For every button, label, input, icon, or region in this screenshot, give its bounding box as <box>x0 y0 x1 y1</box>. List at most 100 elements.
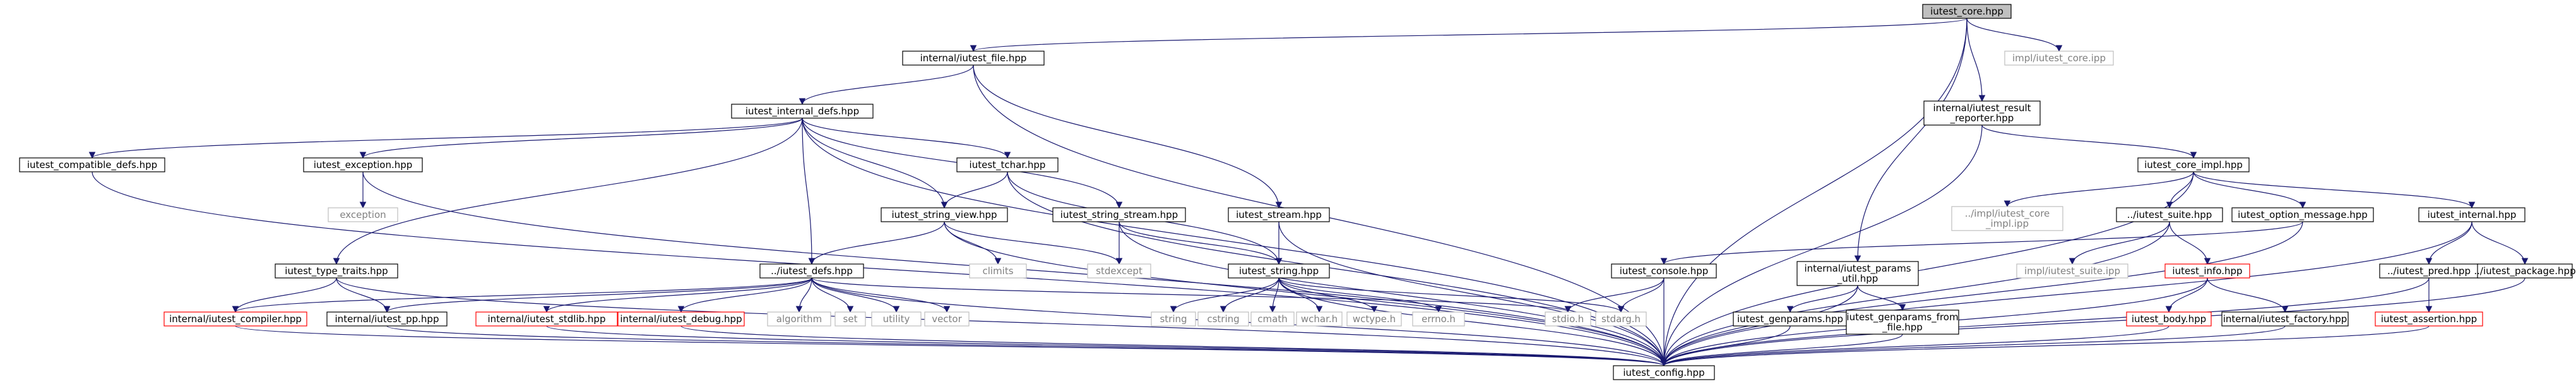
node-tchar[interactable]: iutest_tchar.hpp <box>956 157 1059 172</box>
node-box <box>1250 311 1295 327</box>
node-box <box>326 311 448 327</box>
edge-pred-to-config <box>1660 277 2430 367</box>
node-stream[interactable]: iutest_stream.hpp <box>1228 207 1330 222</box>
node-box <box>2221 311 2349 327</box>
node-box <box>1052 207 1186 222</box>
node-label: _reporter.hpp <box>1950 112 2014 124</box>
node-factory[interactable]: internal/iutest_factory.hpp <box>2221 311 2349 327</box>
node-params-util[interactable]: internal/iutest_params_util.hpp <box>1796 261 1919 286</box>
node-string-hpp[interactable]: iutest_string.hpp <box>1228 263 1330 279</box>
node-label: iutest_internal.hpp <box>2428 209 2517 221</box>
edge-core-to-file <box>970 18 1968 52</box>
edge-suite-to-info <box>2169 221 2211 265</box>
edge-type_traits-to-pp <box>336 277 391 313</box>
edge-string_hpp-to-string <box>1170 277 1279 313</box>
node-stdlib[interactable]: internal/iutest_stdlib.hpp <box>475 311 618 327</box>
node-label: errno.h <box>1422 313 1456 325</box>
node-core-impl[interactable]: iutest_core_impl.hpp <box>2137 157 2250 172</box>
node-option-message[interactable]: iutest_option_message.hpp <box>2231 207 2374 222</box>
node-box <box>303 157 423 172</box>
node-box <box>2126 311 2212 327</box>
node-wctype: wctype.h <box>1346 311 1402 327</box>
node-file[interactable]: internal/iutest_file.hpp <box>902 51 1045 66</box>
node-box <box>1922 4 2012 19</box>
node-internal-hpp[interactable]: iutest_internal.hpp <box>2418 207 2526 222</box>
node-label: _impl.ipp <box>1985 218 2029 230</box>
node-box <box>1595 311 1647 327</box>
node-string-view[interactable]: iutest_string_view.hpp <box>881 207 1008 222</box>
edge-compatible_defs-to-config <box>92 171 1668 367</box>
edge-core-to-core_ipp <box>1966 18 2063 52</box>
node-label: ../impl/iutest_core <box>1965 208 2050 220</box>
node-box <box>163 311 307 327</box>
node-label: impl/iutest_suite.ipp <box>2024 265 2120 277</box>
node-info[interactable]: iutest_info.hpp <box>2164 263 2250 279</box>
node-label: _file.hpp <box>1882 322 1923 334</box>
node-assertion[interactable]: iutest_assertion.hpp <box>2375 311 2483 327</box>
node-genparams-from-file[interactable]: iutest_genparams_from_file.hpp <box>1846 310 1959 335</box>
node-suite[interactable]: ../iutest_suite.hpp <box>2116 207 2223 222</box>
node-label: iutest_stream.hpp <box>1236 209 1322 221</box>
node-box <box>2477 263 2573 279</box>
edge-string_view-to-climits <box>944 221 1002 265</box>
edge-result_reporter-to-core_impl <box>1981 124 2197 159</box>
edge-core_impl-to-option_message <box>2193 171 2306 209</box>
node-label: iutest_body.hpp <box>2132 313 2206 325</box>
node-label: internal/iutest_debug.hpp <box>620 313 742 325</box>
node-box <box>1613 365 1715 380</box>
edge-string_hpp-to-cstring <box>1220 277 1279 313</box>
node-defs[interactable]: ../iutest_defs.hpp <box>759 263 864 279</box>
edge-defs-to-utility <box>811 277 900 313</box>
node-console[interactable]: iutest_console.hpp <box>1611 263 1717 279</box>
node-compiler[interactable]: internal/iutest_compiler.hpp <box>163 311 307 327</box>
edge-internal_defs-to-type_traits <box>333 117 803 265</box>
edge-defs-to-stdlib <box>543 277 812 313</box>
node-label: iutest_type_traits.hpp <box>285 265 388 277</box>
node-result-reporter[interactable]: internal/iutest_result_reporter.hpp <box>1923 100 2041 126</box>
node-pp[interactable]: internal/iutest_pp.hpp <box>326 311 448 327</box>
edge-console-to-stdio <box>1564 277 1665 313</box>
node-cstring: cstring <box>1197 311 1249 327</box>
edge-string_view-to-defs <box>808 221 945 265</box>
node-errno: errno.h <box>1412 311 1465 327</box>
node-genparams[interactable]: iutest_genparams.hpp <box>1733 311 1848 327</box>
node-label: iutest_genparams_from <box>1846 311 1958 323</box>
node-type-traits[interactable]: iutest_type_traits.hpp <box>275 263 398 279</box>
node-set: set <box>834 311 866 327</box>
node-label: cmath <box>1257 313 1287 325</box>
edge-body-to-config <box>1660 325 2169 367</box>
node-pred[interactable]: ../iutest_pred.hpp <box>2379 263 2479 279</box>
node-internal-defs[interactable]: iutest_internal_defs.hpp <box>731 104 874 119</box>
edge-stream-to-config <box>1278 221 1668 367</box>
node-debug[interactable]: internal/iutest_debug.hpp <box>617 311 745 327</box>
node-label: iutest_string.hpp <box>1239 265 1319 277</box>
node-label: _util.hpp <box>1837 273 1879 285</box>
node-label: internal/iutest_stdlib.hpp <box>488 313 606 325</box>
node-body[interactable]: iutest_body.hpp <box>2126 311 2212 327</box>
edge-internal_hpp-to-package <box>2471 221 2529 265</box>
node-box <box>2137 157 2250 172</box>
node-label: internal/iutest_file.hpp <box>920 52 1027 64</box>
node-compatible-defs[interactable]: iutest_compatible_defs.hpp <box>19 157 165 172</box>
edge-option_message-to-console <box>1660 221 2303 265</box>
node-box <box>731 104 874 119</box>
node-config[interactable]: iutest_config.hpp <box>1613 365 1715 380</box>
node-stdio: stdio.h <box>1545 311 1591 327</box>
node-box <box>1346 311 1402 327</box>
node-climits: climits <box>969 263 1027 279</box>
node-wchar: wchar.h <box>1296 311 1343 327</box>
node-label: set <box>843 313 858 325</box>
node-core[interactable]: iutest_core.hpp <box>1922 4 2012 19</box>
node-string-stream[interactable]: iutest_string_stream.hpp <box>1052 207 1186 222</box>
edge-internal_defs-to-compatible_defs <box>88 117 803 159</box>
node-box <box>2418 207 2526 222</box>
node-utility: utility <box>871 311 922 327</box>
node-box <box>275 263 398 279</box>
node-exception-hpp[interactable]: iutest_exception.hpp <box>303 157 423 172</box>
node-label: ../iutest_package.hpp <box>2474 265 2575 277</box>
node-label: iutest_genparams.hpp <box>1737 313 1843 325</box>
node-box <box>1151 311 1196 327</box>
node-package[interactable]: ../iutest_package.hpp <box>2474 263 2576 279</box>
edge-factory-to-config <box>1660 325 2286 367</box>
